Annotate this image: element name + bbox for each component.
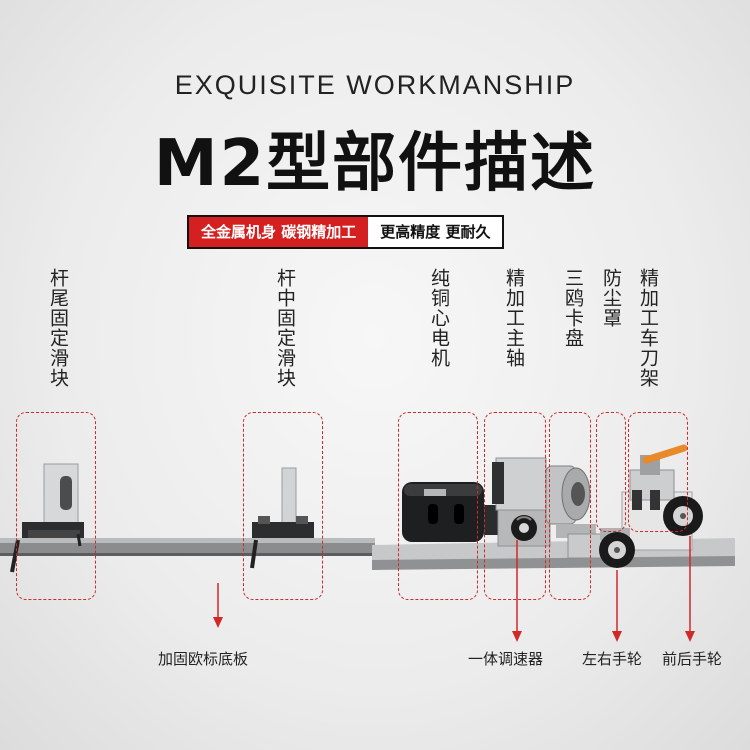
outline-copper-motor [398, 412, 478, 600]
label-tool-post: 精加工车刀架 [637, 268, 659, 388]
subtitle: EXQUISITE WORKMANSHIP [174, 70, 576, 100]
label-dust-cover: 防尘罩 [600, 268, 622, 328]
outline-chuck [549, 412, 591, 600]
copper-motor [402, 482, 498, 542]
label-chuck: 三鸥卡盘 [562, 268, 584, 348]
label-copper-motor: 纯铜心电机 [428, 268, 450, 368]
rail [0, 538, 375, 556]
page-title: M2型部件描述 [153, 127, 597, 201]
label-front-back-wheel: 前后手轮 [662, 650, 723, 668]
outline-tail-slider [16, 412, 96, 600]
badge-white-text: 更高精度 更耐久 [368, 217, 503, 247]
tail-slider [10, 463, 84, 573]
badge-red-text: 全金属机身 碳钢精加工 [189, 217, 369, 247]
outline-spindle [484, 412, 546, 600]
spindle-head [492, 457, 551, 547]
label-spindle: 精加工主轴 [503, 268, 525, 368]
label-left-right-wheel: 左右手轮 [582, 650, 643, 668]
middle-slider [250, 467, 314, 569]
label-middle-slider: 杆中固定滑块 [274, 268, 296, 388]
label-base-plate: 加固欧标底板 [158, 650, 249, 668]
outline-middle-slider [243, 412, 323, 600]
label-tail-slider: 杆尾固定滑块 [47, 268, 69, 388]
outline-dust-cover [596, 412, 626, 532]
front-back-wheel [663, 496, 703, 536]
feature-badge: 全金属机身 碳钢精加工 更高精度 更耐久 [187, 215, 505, 249]
indicator-arrows [213, 536, 695, 642]
label-speed-controller: 一体调速器 [468, 650, 544, 668]
outline-tool-post [628, 412, 688, 532]
left-right-wheel [599, 532, 635, 568]
